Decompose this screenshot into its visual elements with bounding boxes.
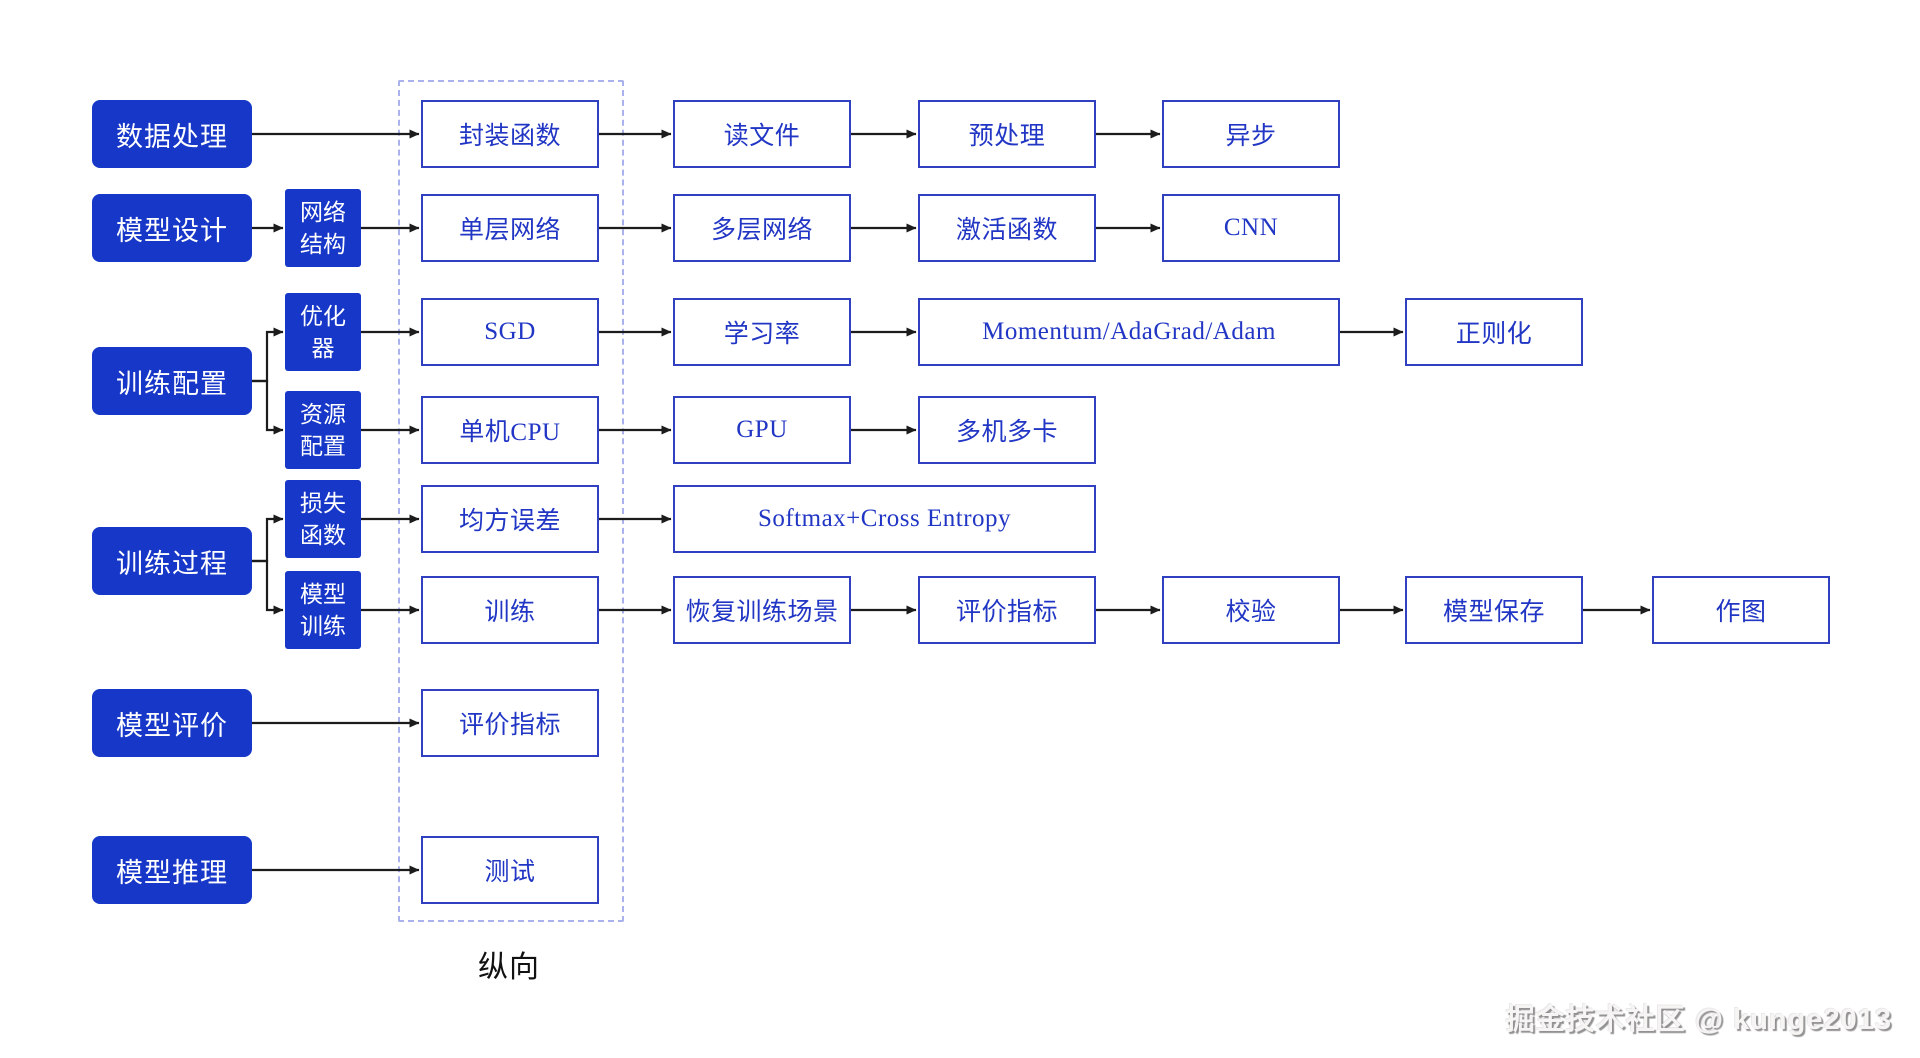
node-step-mse: 均方误差: [421, 485, 599, 553]
node-step-test: 测试: [421, 836, 599, 904]
node-sub-loss-function: 损失函数: [285, 480, 361, 558]
node-step-momentum: Momentum/AdaGrad/Adam: [918, 298, 1340, 366]
node-step-cnn: CNN: [1162, 194, 1340, 262]
node-step-model-save: 模型保存: [1405, 576, 1583, 644]
node-step-single-cpu: 单机CPU: [421, 396, 599, 464]
node-step-eval-metrics-2: 评价指标: [421, 689, 599, 757]
node-step-wrap-function: 封装函数: [421, 100, 599, 168]
node-sub-model-training: 模型训练: [285, 571, 361, 649]
node-step-eval-metrics: 评价指标: [918, 576, 1096, 644]
node-step-sgd: SGD: [421, 298, 599, 366]
node-step-read-file: 读文件: [673, 100, 851, 168]
node-cat-model-infer: 模型推理: [92, 836, 252, 904]
node-step-preprocess: 预处理: [918, 100, 1096, 168]
watermark-text: 掘金技术社区 @ kunge2013: [1505, 1004, 1892, 1036]
node-step-learning-rate: 学习率: [673, 298, 851, 366]
edge-cat-train-config-to-sub-optimizer: [252, 327, 284, 383]
node-step-softmax: Softmax+Cross Entropy: [673, 485, 1096, 553]
node-step-activation: 激活函数: [918, 194, 1096, 262]
node-step-regularization: 正则化: [1405, 298, 1583, 366]
node-cat-model-eval: 模型评价: [92, 689, 252, 757]
vertical-group-dashed-region: [398, 80, 624, 922]
node-step-multi-layer: 多层网络: [673, 194, 851, 262]
node-step-plot: 作图: [1652, 576, 1830, 644]
node-cat-train-process: 训练过程: [92, 527, 252, 595]
node-step-validate: 校验: [1162, 576, 1340, 644]
node-cat-train-config: 训练配置: [92, 347, 252, 415]
node-sub-optimizer: 优化器: [285, 293, 361, 371]
node-step-train: 训练: [421, 576, 599, 644]
node-step-multi-machine: 多机多卡: [918, 396, 1096, 464]
edge-cat-train-process-to-sub-model-training: [252, 559, 284, 615]
edge-cat-train-process-to-sub-loss-function: [252, 514, 284, 563]
node-step-single-layer: 单层网络: [421, 194, 599, 262]
node-sub-network-structure: 网络结构: [285, 189, 361, 267]
node-step-resume-train: 恢复训练场景: [673, 576, 851, 644]
vertical-group-label: 纵向: [478, 951, 540, 984]
node-sub-resource-config: 资源配置: [285, 391, 361, 469]
edge-cat-train-config-to-sub-resource-config: [252, 379, 284, 435]
node-step-async: 异步: [1162, 100, 1340, 168]
node-step-gpu: GPU: [673, 396, 851, 464]
node-cat-model-design: 模型设计: [92, 194, 252, 262]
node-cat-data-processing: 数据处理: [92, 100, 252, 168]
